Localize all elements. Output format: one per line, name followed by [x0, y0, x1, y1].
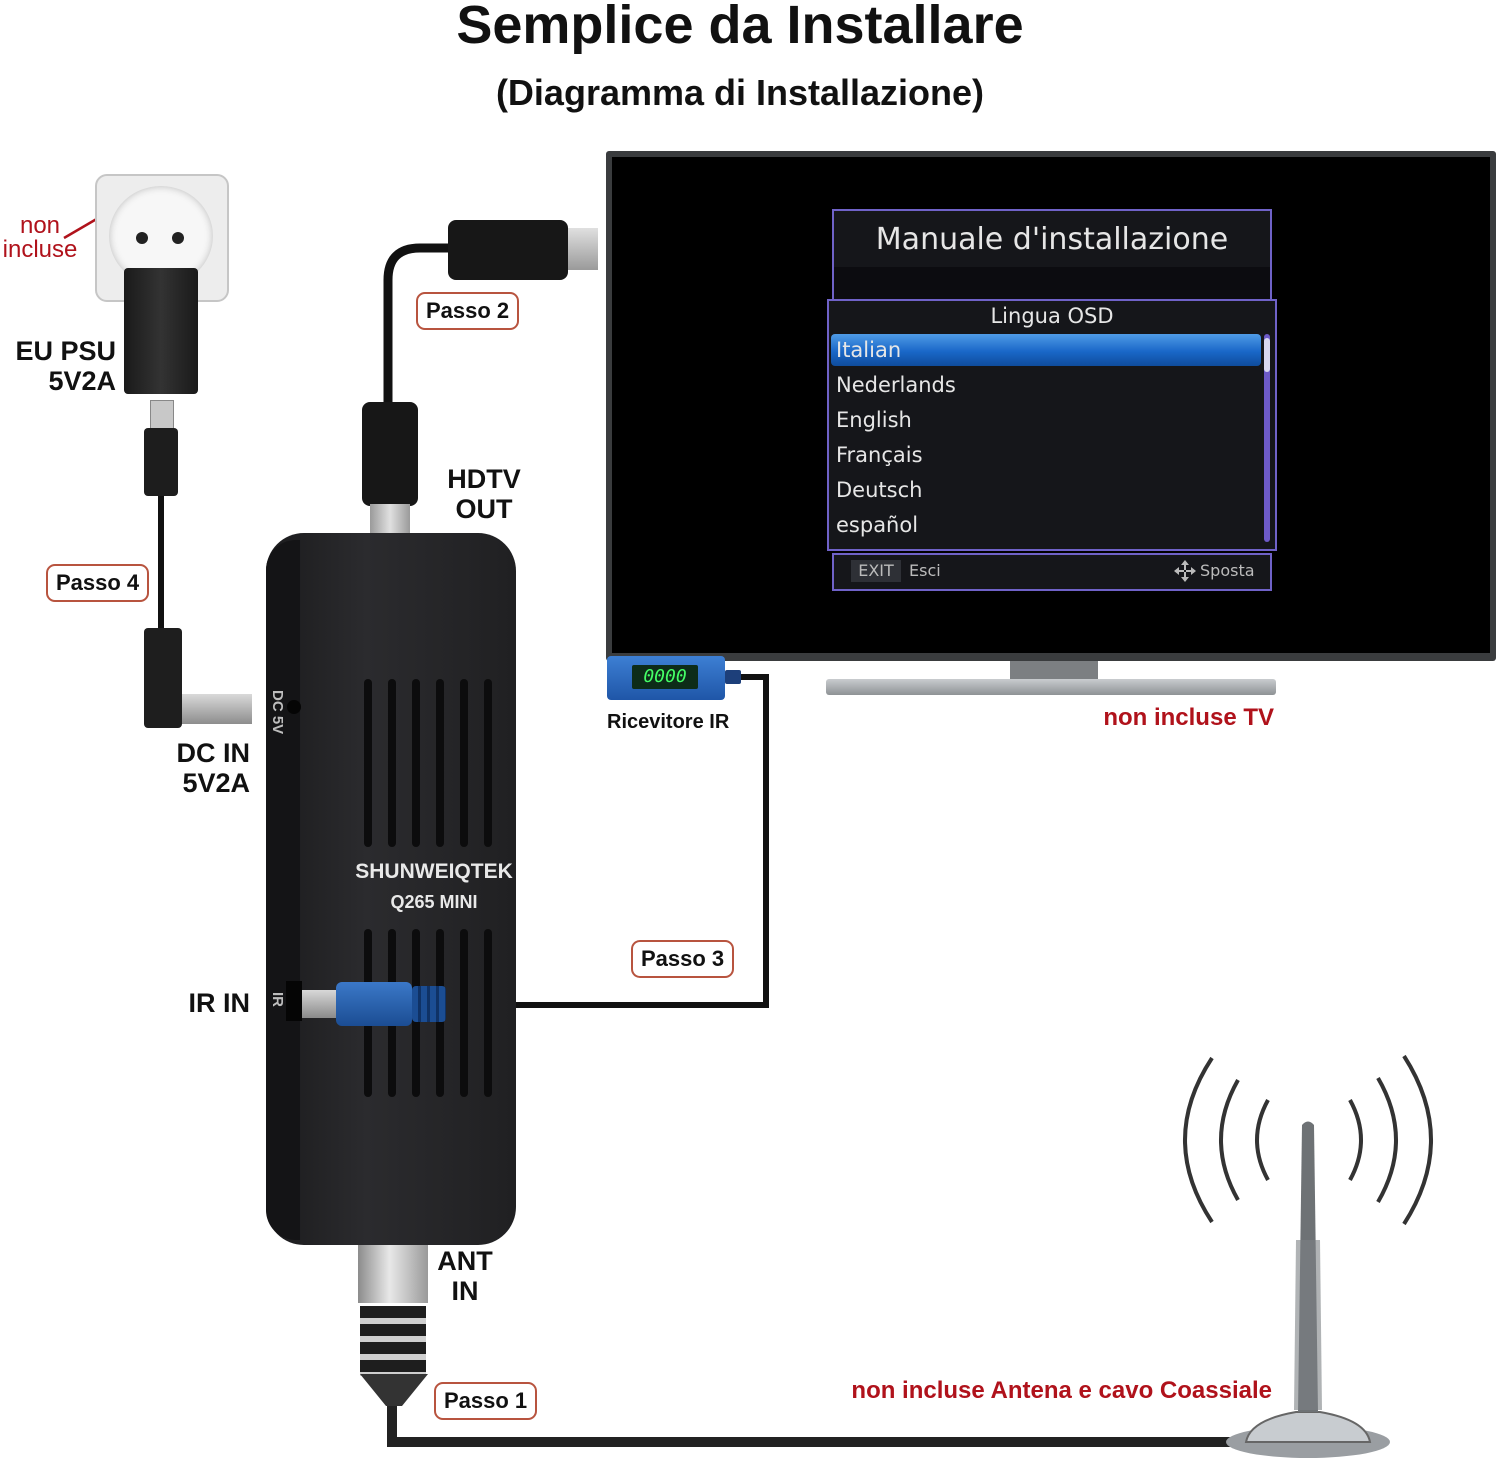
- osd-footer: [832, 553, 1272, 591]
- socket-hole-right: [172, 232, 184, 244]
- coax-plug-taper: [360, 1374, 428, 1406]
- osd-list-title: Lingua OSD: [990, 304, 1114, 328]
- page-subtitle: (Diagramma di Installazione): [495, 72, 985, 113]
- ir-plug-strain-relief: [412, 986, 446, 1022]
- coax-cable: [387, 1406, 1240, 1447]
- hdmi-bottom-tip: [370, 504, 410, 538]
- step-1-badge: Passo 1: [434, 1382, 538, 1420]
- hdmi-top-tip: [568, 228, 598, 270]
- eu-psu-label: EU PSU 5V2A: [15, 336, 116, 396]
- socket-hole-left: [136, 232, 148, 244]
- osd-scrollbar-thumb[interactable]: [1264, 338, 1270, 372]
- osd-exit-key: EXIT: [851, 560, 901, 582]
- ir-port-label: IR: [269, 992, 286, 1007]
- osd-selection-highlight: [831, 334, 1261, 366]
- osd-header-title: Manuale d'installazione: [875, 222, 1229, 257]
- usb-plug: [150, 400, 174, 430]
- device-brand: SHUNWEIQTEK: [355, 860, 513, 883]
- step-2-badge: Passo 2: [416, 292, 520, 330]
- usb-connector: [144, 428, 178, 496]
- device-model: Q265 MINI: [390, 892, 478, 912]
- step-4-badge: Passo 4: [46, 564, 150, 602]
- hdmi-top-connector: [448, 220, 568, 280]
- osd-scrollbar[interactable]: [1264, 334, 1270, 542]
- osd-item-italian[interactable]: Italian: [836, 338, 902, 362]
- osd-header-panel: [832, 209, 1272, 269]
- step-3-badge: Passo 3: [631, 940, 735, 978]
- not-included-socket-label: non incluse: [2, 212, 78, 263]
- antenna-icon: [1183, 1054, 1433, 1458]
- not-included-antenna-label: non incluse Antena e cavo Coassiale: [851, 1377, 1272, 1404]
- page-title: Semplice da Installare: [456, 0, 1024, 55]
- antenna-port: [358, 1245, 428, 1303]
- set-top-box-side: [266, 540, 300, 1240]
- ir-receiver-label: Ricevitore IR: [607, 711, 730, 733]
- osd-item-nederlands[interactable]: Nederlands: [836, 373, 956, 397]
- ir-receiver-display: 0000: [632, 665, 698, 689]
- ir-plug: [336, 982, 412, 1026]
- set-top-box: [266, 533, 516, 1245]
- hdmi-bottom-connector: [362, 402, 418, 506]
- ir-cable: [446, 674, 769, 1008]
- not-included-tv-label: non incluse TV: [1103, 704, 1274, 731]
- dc-port-label: DC 5V: [269, 690, 286, 735]
- device-vents: [286, 679, 492, 1097]
- hdtv-out-label: HDTV OUT: [447, 464, 521, 524]
- osd-move-label: Sposta: [1200, 561, 1255, 580]
- hdmi-cable: [383, 243, 450, 402]
- osd-item-deutsch[interactable]: Deutsch: [836, 478, 923, 502]
- osd-spacer: [832, 267, 1272, 299]
- dc-in-label: DC IN 5V2A: [176, 738, 251, 798]
- osd-exit-label: Esci: [909, 561, 941, 580]
- ir-receiver-cable-end: [725, 670, 741, 684]
- ant-in-label: ANT IN: [437, 1246, 493, 1306]
- move-arrows-icon: [1174, 560, 1196, 582]
- tv-stand-neck: [1010, 661, 1098, 681]
- coax-plug: [360, 1306, 426, 1376]
- ir-plug-tip: [302, 990, 336, 1018]
- dc-plug-pin: [182, 694, 252, 724]
- osd-item-francais[interactable]: Français: [836, 443, 923, 467]
- dc-plug-body: [144, 628, 182, 728]
- osd-item-espanol[interactable]: español: [836, 513, 919, 537]
- eu-psu-adapter: [124, 268, 198, 394]
- osd-item-english[interactable]: English: [836, 408, 912, 432]
- ir-in-label: IR IN: [188, 988, 250, 1018]
- tv-stand-base: [826, 679, 1276, 695]
